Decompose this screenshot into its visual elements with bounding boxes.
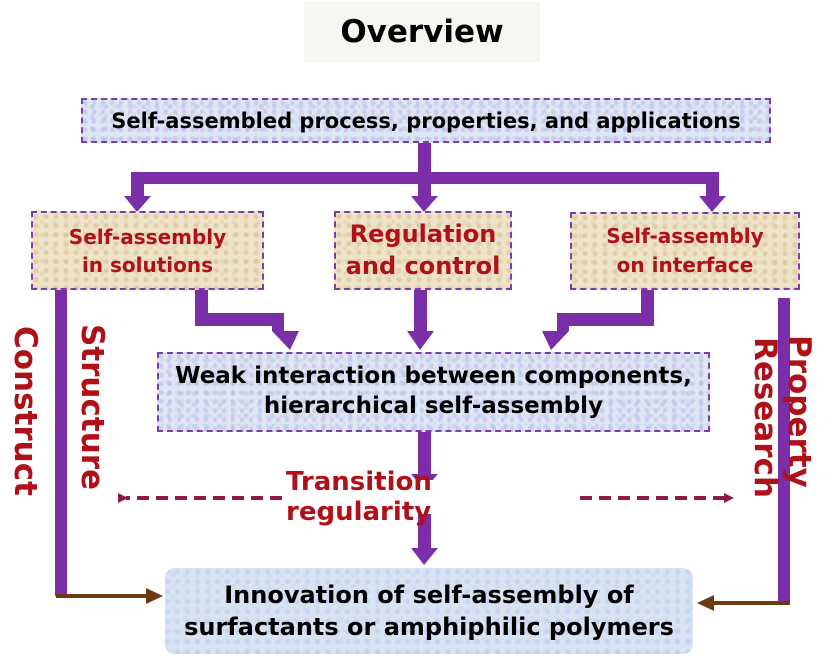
arrow-bottom-head — [411, 548, 438, 565]
arrow-weak-down-shaft — [418, 432, 431, 477]
branch-center-arrowhead — [411, 196, 438, 212]
elbow-arrow-interface — [542, 290, 654, 350]
node-weak-interaction: Weak interaction between components, hie… — [157, 352, 710, 432]
label-property: Property — [781, 335, 817, 488]
node-weak-line2: hierarchical self-assembly — [263, 393, 604, 419]
node-innovation: Innovation of self-assembly of surfactan… — [165, 568, 693, 654]
arrow-regulation-shaft — [414, 290, 427, 333]
node-innovation-line1: Innovation of self-assembly of — [224, 580, 634, 609]
branch-left-arrowhead — [124, 196, 151, 212]
branch-center-shaft — [418, 172, 431, 198]
label-construct: Construct — [7, 326, 43, 496]
node-solutions-line2: in solutions — [81, 252, 214, 277]
arrow-regulation-head — [407, 331, 434, 350]
structure-to-bottom-arrowhead — [146, 588, 163, 604]
node-innovation-line2: surfactants or amphiphilic polymers — [184, 613, 674, 641]
node-regulation-line1: Regulation — [349, 220, 497, 249]
elbow-arrow-solutions — [195, 290, 299, 350]
arrow-bottom-shaft — [418, 514, 431, 550]
node-interface-line1: Self-assembly — [606, 224, 764, 248]
branch-right-arrowhead — [699, 196, 726, 212]
node-interface: Self-assembly on interface — [570, 212, 800, 290]
structure-line — [55, 290, 67, 596]
node-weak-line1: Weak interaction between components, — [175, 363, 692, 390]
node-top: Self-assembled process, properties, and … — [81, 98, 771, 143]
label-structure: Structure — [74, 324, 110, 491]
property-line — [778, 298, 790, 605]
diagram-title: Overview — [304, 2, 540, 62]
node-solutions: Self-assembly in solutions — [31, 211, 264, 290]
property-to-bottom-arrowhead — [697, 595, 714, 611]
branch-right-shaft — [706, 172, 719, 198]
node-top-label: Self-assembled process, properties, and … — [111, 108, 741, 133]
node-interface-line2: on interface — [616, 253, 754, 277]
node-regulation: Regulation and control — [334, 211, 512, 290]
node-solutions-line1: Self-assembly — [68, 224, 227, 249]
node-regulation-line2: and control — [345, 251, 501, 280]
transition-regularity-label: Transition regularity — [286, 467, 576, 527]
trunk-top — [418, 143, 431, 177]
label-research: Research — [747, 337, 783, 499]
branch-left-shaft — [131, 172, 144, 198]
